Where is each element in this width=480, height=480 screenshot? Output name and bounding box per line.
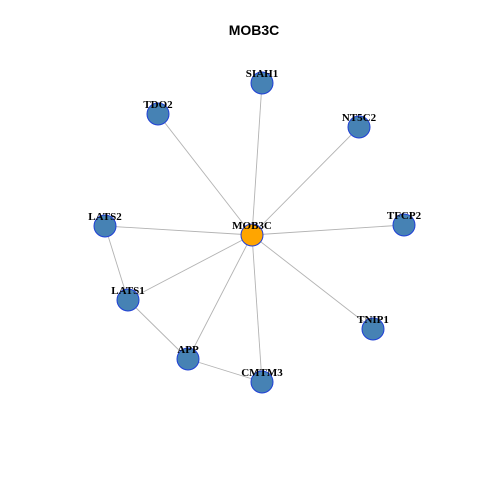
node-label-app: APP xyxy=(177,344,199,356)
edge-mob3c-cmtm3 xyxy=(251,234,263,383)
node-cmtm3 xyxy=(250,370,274,394)
edge-lats1-app xyxy=(127,299,189,360)
node-label-lats1: LATS1 xyxy=(111,285,144,297)
node-label-cmtm3: CMTM3 xyxy=(241,367,283,379)
edge-mob3c-lats1 xyxy=(127,234,253,301)
node-label-lats2: LATS2 xyxy=(88,211,122,223)
node-label-mob3c: MOB3C xyxy=(232,220,272,232)
edge-mob3c-siah1 xyxy=(251,82,263,236)
node-label-tdo2: TDO2 xyxy=(143,99,173,111)
node-lats1 xyxy=(116,288,140,312)
nodes-layer xyxy=(93,71,416,394)
diagram-title: MOB3C xyxy=(229,22,280,38)
edges-layer xyxy=(104,82,405,383)
node-mob3c xyxy=(240,223,264,247)
edge-mob3c-app xyxy=(187,234,253,360)
node-label-siah1: SIAH1 xyxy=(246,68,278,80)
node-lats2 xyxy=(93,214,117,238)
node-label-tnip1: TNIP1 xyxy=(357,314,389,326)
node-nt5c2 xyxy=(347,115,371,139)
node-tfcp2 xyxy=(392,213,416,237)
node-siah1 xyxy=(250,71,274,95)
node-tdo2 xyxy=(146,102,170,126)
edge-mob3c-nt5c2 xyxy=(251,126,360,236)
node-app xyxy=(176,347,200,371)
node-tnip1 xyxy=(361,317,385,341)
edge-mob3c-lats2 xyxy=(104,225,253,236)
edge-mob3c-tnip1 xyxy=(251,234,374,330)
node-label-nt5c2: NT5C2 xyxy=(342,112,377,124)
edge-lats2-lats1 xyxy=(104,225,129,301)
edge-mob3c-tfcp2 xyxy=(251,224,405,236)
edge-app-cmtm3 xyxy=(187,358,263,383)
node-label-tfcp2: TFCP2 xyxy=(387,210,422,222)
edge-mob3c-tdo2 xyxy=(157,113,253,236)
